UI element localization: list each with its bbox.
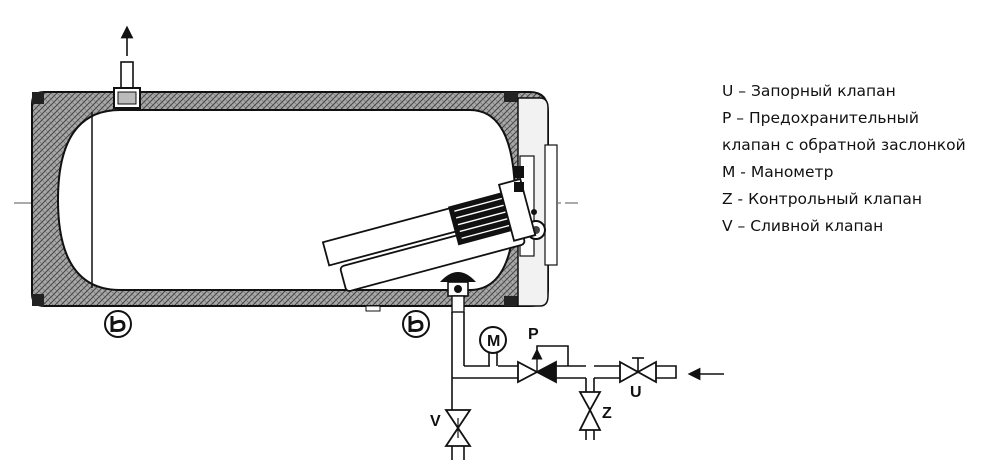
legend-item: M - Манометр (722, 163, 834, 181)
shutoff-valve-u (619, 357, 657, 384)
legend: U – Запорный клапан P – Предохранительны… (722, 78, 966, 240)
safety-valve-p (517, 348, 557, 384)
legend-item: Z - Контрольный клапан (722, 190, 922, 208)
cold-water-inlet-fitting (440, 272, 476, 313)
legend-item: V – Сливной клапан (722, 217, 884, 235)
drain-plug (365, 305, 381, 312)
thermostat-sensor (514, 166, 524, 192)
label-v: V (430, 413, 441, 430)
heating-element (321, 177, 537, 292)
manometer-m (479, 326, 507, 354)
inlet-piping (451, 312, 677, 460)
control-valve-z (578, 391, 602, 431)
support-foot-right (402, 310, 430, 338)
hot-water-outlet (113, 25, 141, 109)
legend-item: P – Предохранительный (722, 109, 919, 127)
support-foot-left (104, 310, 132, 338)
legend-item: клапан с обратной заслонкой (722, 136, 966, 154)
tank-insulation (31, 91, 549, 307)
label-z: Z (602, 405, 612, 422)
legend-item: U – Запорный клапан (722, 82, 896, 100)
label-p: P (528, 326, 539, 343)
label-u: U (630, 384, 642, 401)
drain-valve-v (444, 409, 472, 447)
label-m: M (487, 333, 500, 350)
